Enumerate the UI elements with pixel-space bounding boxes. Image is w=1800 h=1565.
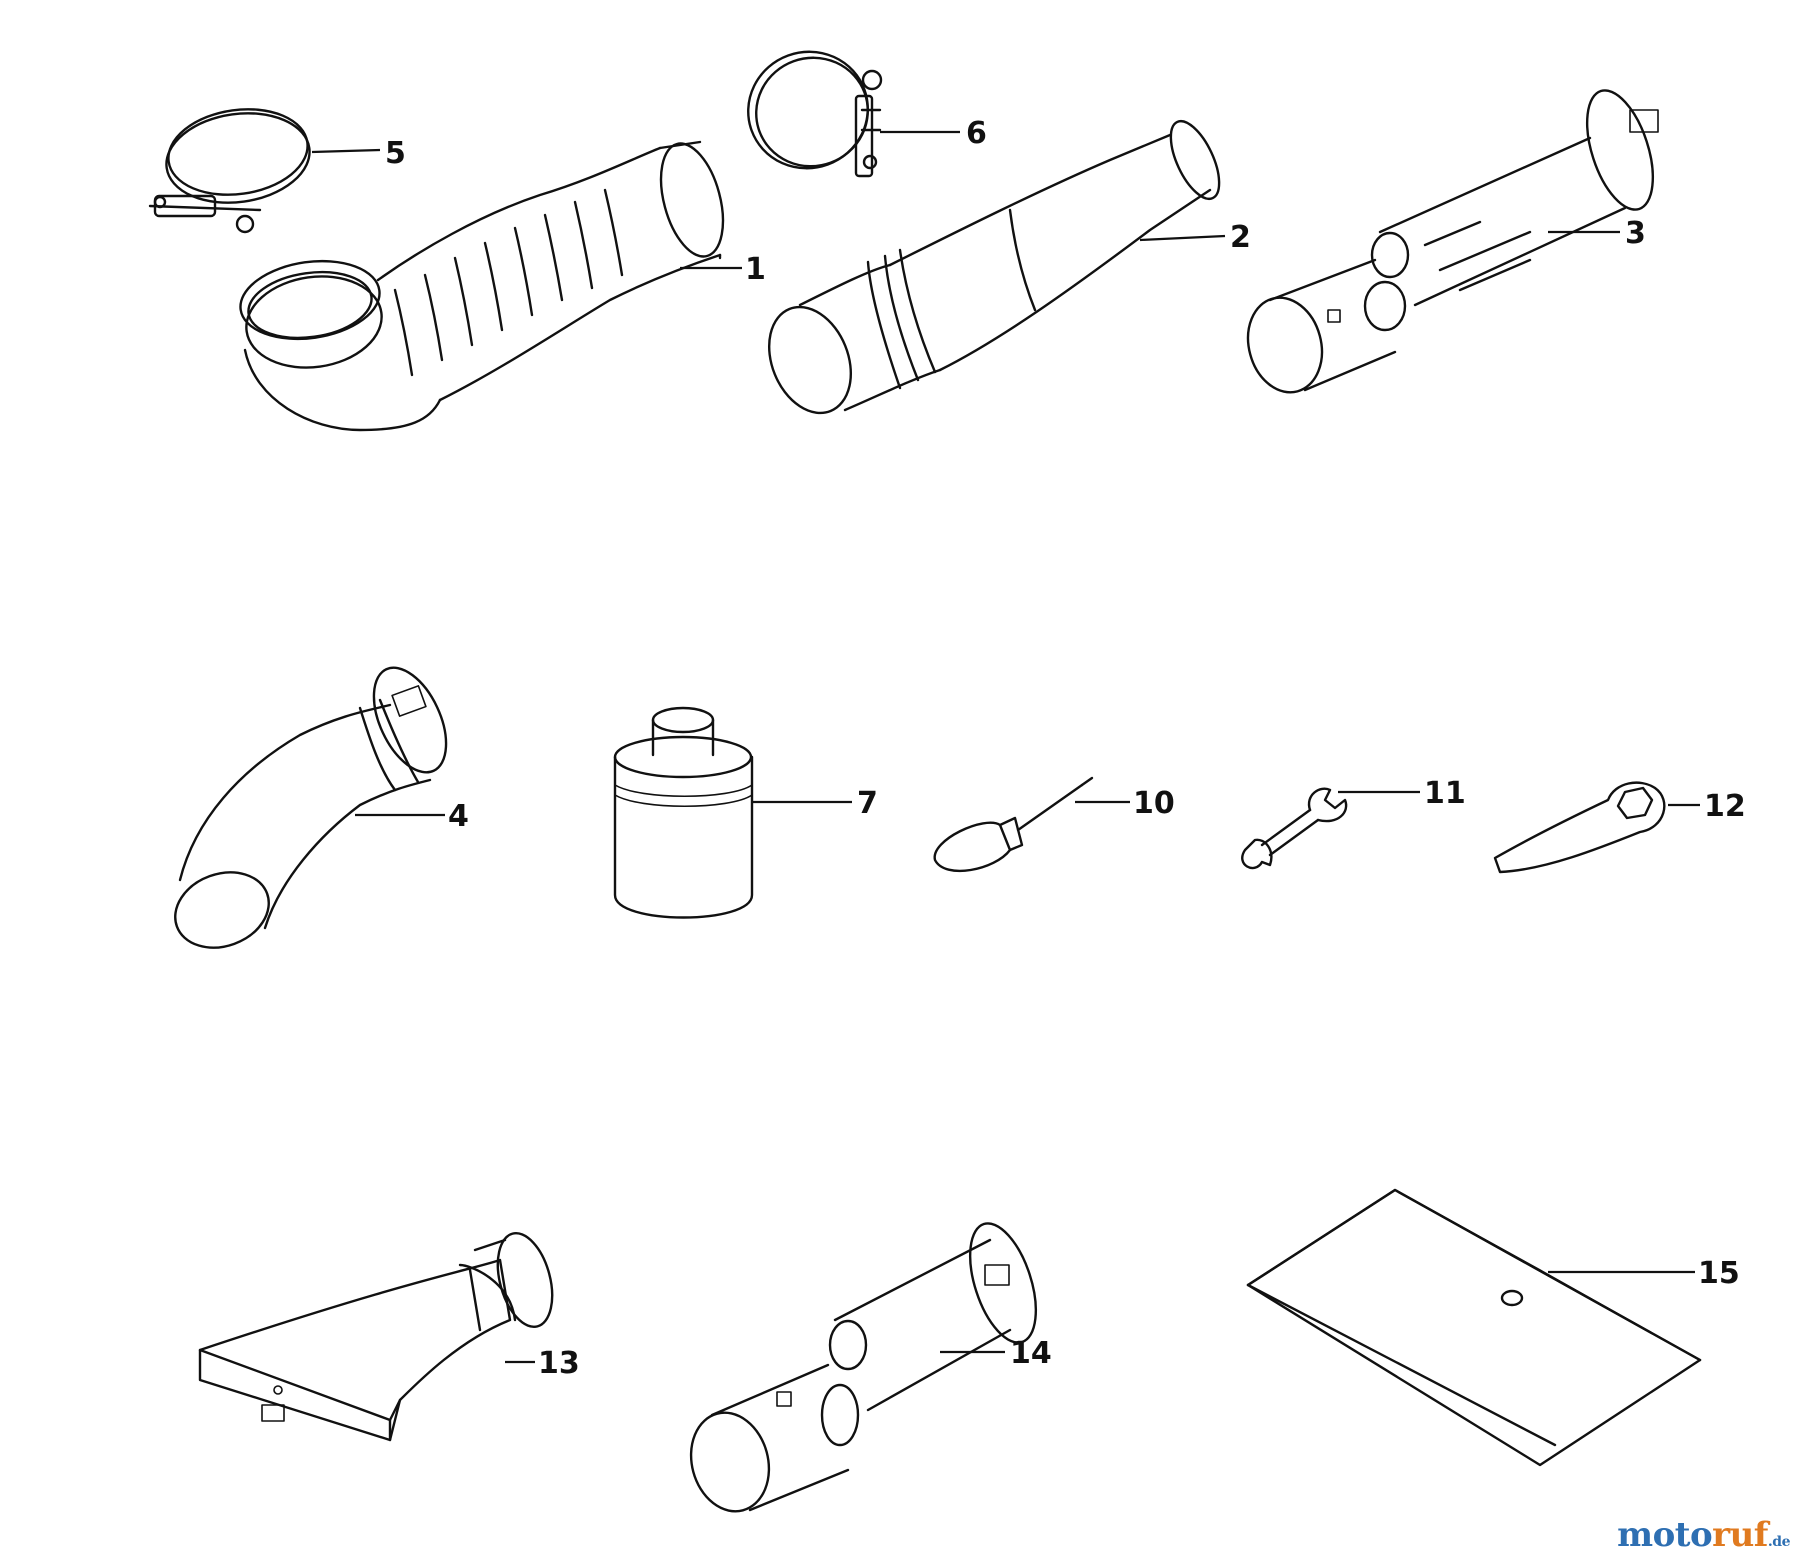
part-number-5: 5 xyxy=(385,136,406,171)
watermark-part1: moto xyxy=(1617,1515,1713,1555)
part-number-13: 13 xyxy=(538,1346,580,1381)
watermark-part3: .de xyxy=(1767,1534,1791,1550)
part-number-7: 7 xyxy=(857,786,878,821)
part-number-3: 3 xyxy=(1625,216,1646,251)
part-number-10: 10 xyxy=(1133,786,1175,821)
watermark-part2: ruf xyxy=(1712,1515,1768,1555)
nozzle-pipe-set-14-icon xyxy=(689,1222,1038,1513)
watermark-logo: motoruf.de xyxy=(1617,1515,1790,1555)
part-number-2: 2 xyxy=(1230,220,1251,255)
part-number-15: 15 xyxy=(1698,1256,1740,1291)
part-number-6: 6 xyxy=(966,116,987,151)
nozzle-pipe-set-3-icon xyxy=(1246,89,1659,394)
hose-clamp-6-icon xyxy=(747,50,883,178)
part-number-14: 14 xyxy=(1010,1336,1052,1371)
hose-clamp-5-icon xyxy=(148,108,311,234)
part-number-1: 1 xyxy=(745,252,766,287)
part-number-11: 11 xyxy=(1424,776,1466,811)
wrench-11-icon xyxy=(1241,787,1348,870)
blower-pipe-2-icon xyxy=(767,119,1221,415)
container-7-icon xyxy=(613,706,754,919)
curved-pipe-4-icon xyxy=(174,666,448,949)
part-number-4: 4 xyxy=(448,799,469,834)
part-number-12: 12 xyxy=(1704,789,1746,824)
screwdriver-10-icon xyxy=(933,776,1094,873)
envelope-15-icon xyxy=(1246,1188,1702,1467)
flat-nozzle-13-icon xyxy=(198,1231,554,1442)
box-wrench-12-icon xyxy=(1493,781,1666,874)
elbow-hose-1-icon xyxy=(239,140,725,432)
